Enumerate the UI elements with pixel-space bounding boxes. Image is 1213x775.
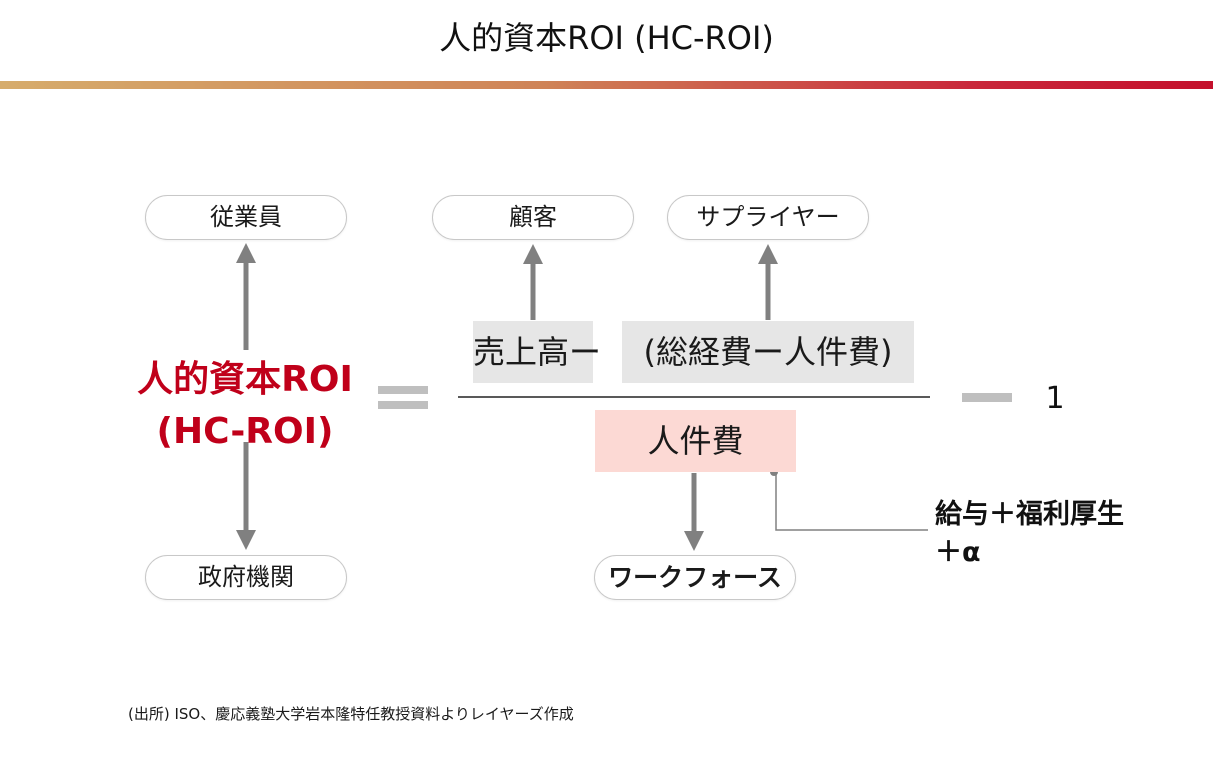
government-pill: 政府機関 [145, 555, 347, 600]
callout-line [775, 474, 928, 531]
page-title: 人的資本ROI (HC-ROI) [439, 19, 774, 57]
equals-sign-bottom [378, 401, 428, 409]
hc-roi-label-line2: (HC-ROI) [156, 411, 334, 452]
minus-one-value: 1 [1045, 381, 1065, 416]
hc-roi-label: 人的資本ROI (HC-ROI) [110, 354, 380, 458]
breakdown-line2: ＋α [935, 537, 981, 568]
numerator-net-expenses: (総経費ー人件費) [622, 321, 914, 383]
denominator-personnel-cost: 人件費 [595, 410, 796, 472]
source-note: (出所) ISO、慶応義塾大学岩本隆特任教授資料よりレイヤーズ作成 [128, 705, 574, 723]
customers-pill: 顧客 [432, 195, 634, 240]
hc-roi-label-line1: 人的資本ROI [137, 359, 353, 400]
equals-sign-top [378, 386, 428, 394]
minus-sign [962, 393, 1012, 402]
title-divider [0, 81, 1213, 89]
suppliers-pill: サプライヤー [667, 195, 869, 240]
workforce-pill: ワークフォース [594, 555, 796, 600]
employees-pill: 従業員 [145, 195, 347, 240]
numerator-revenue: 売上高ー [473, 321, 601, 383]
breakdown-line1: 給与＋福利厚生 [935, 499, 1124, 530]
personnel-cost-breakdown: 給与＋福利厚生 ＋α [935, 496, 1205, 572]
